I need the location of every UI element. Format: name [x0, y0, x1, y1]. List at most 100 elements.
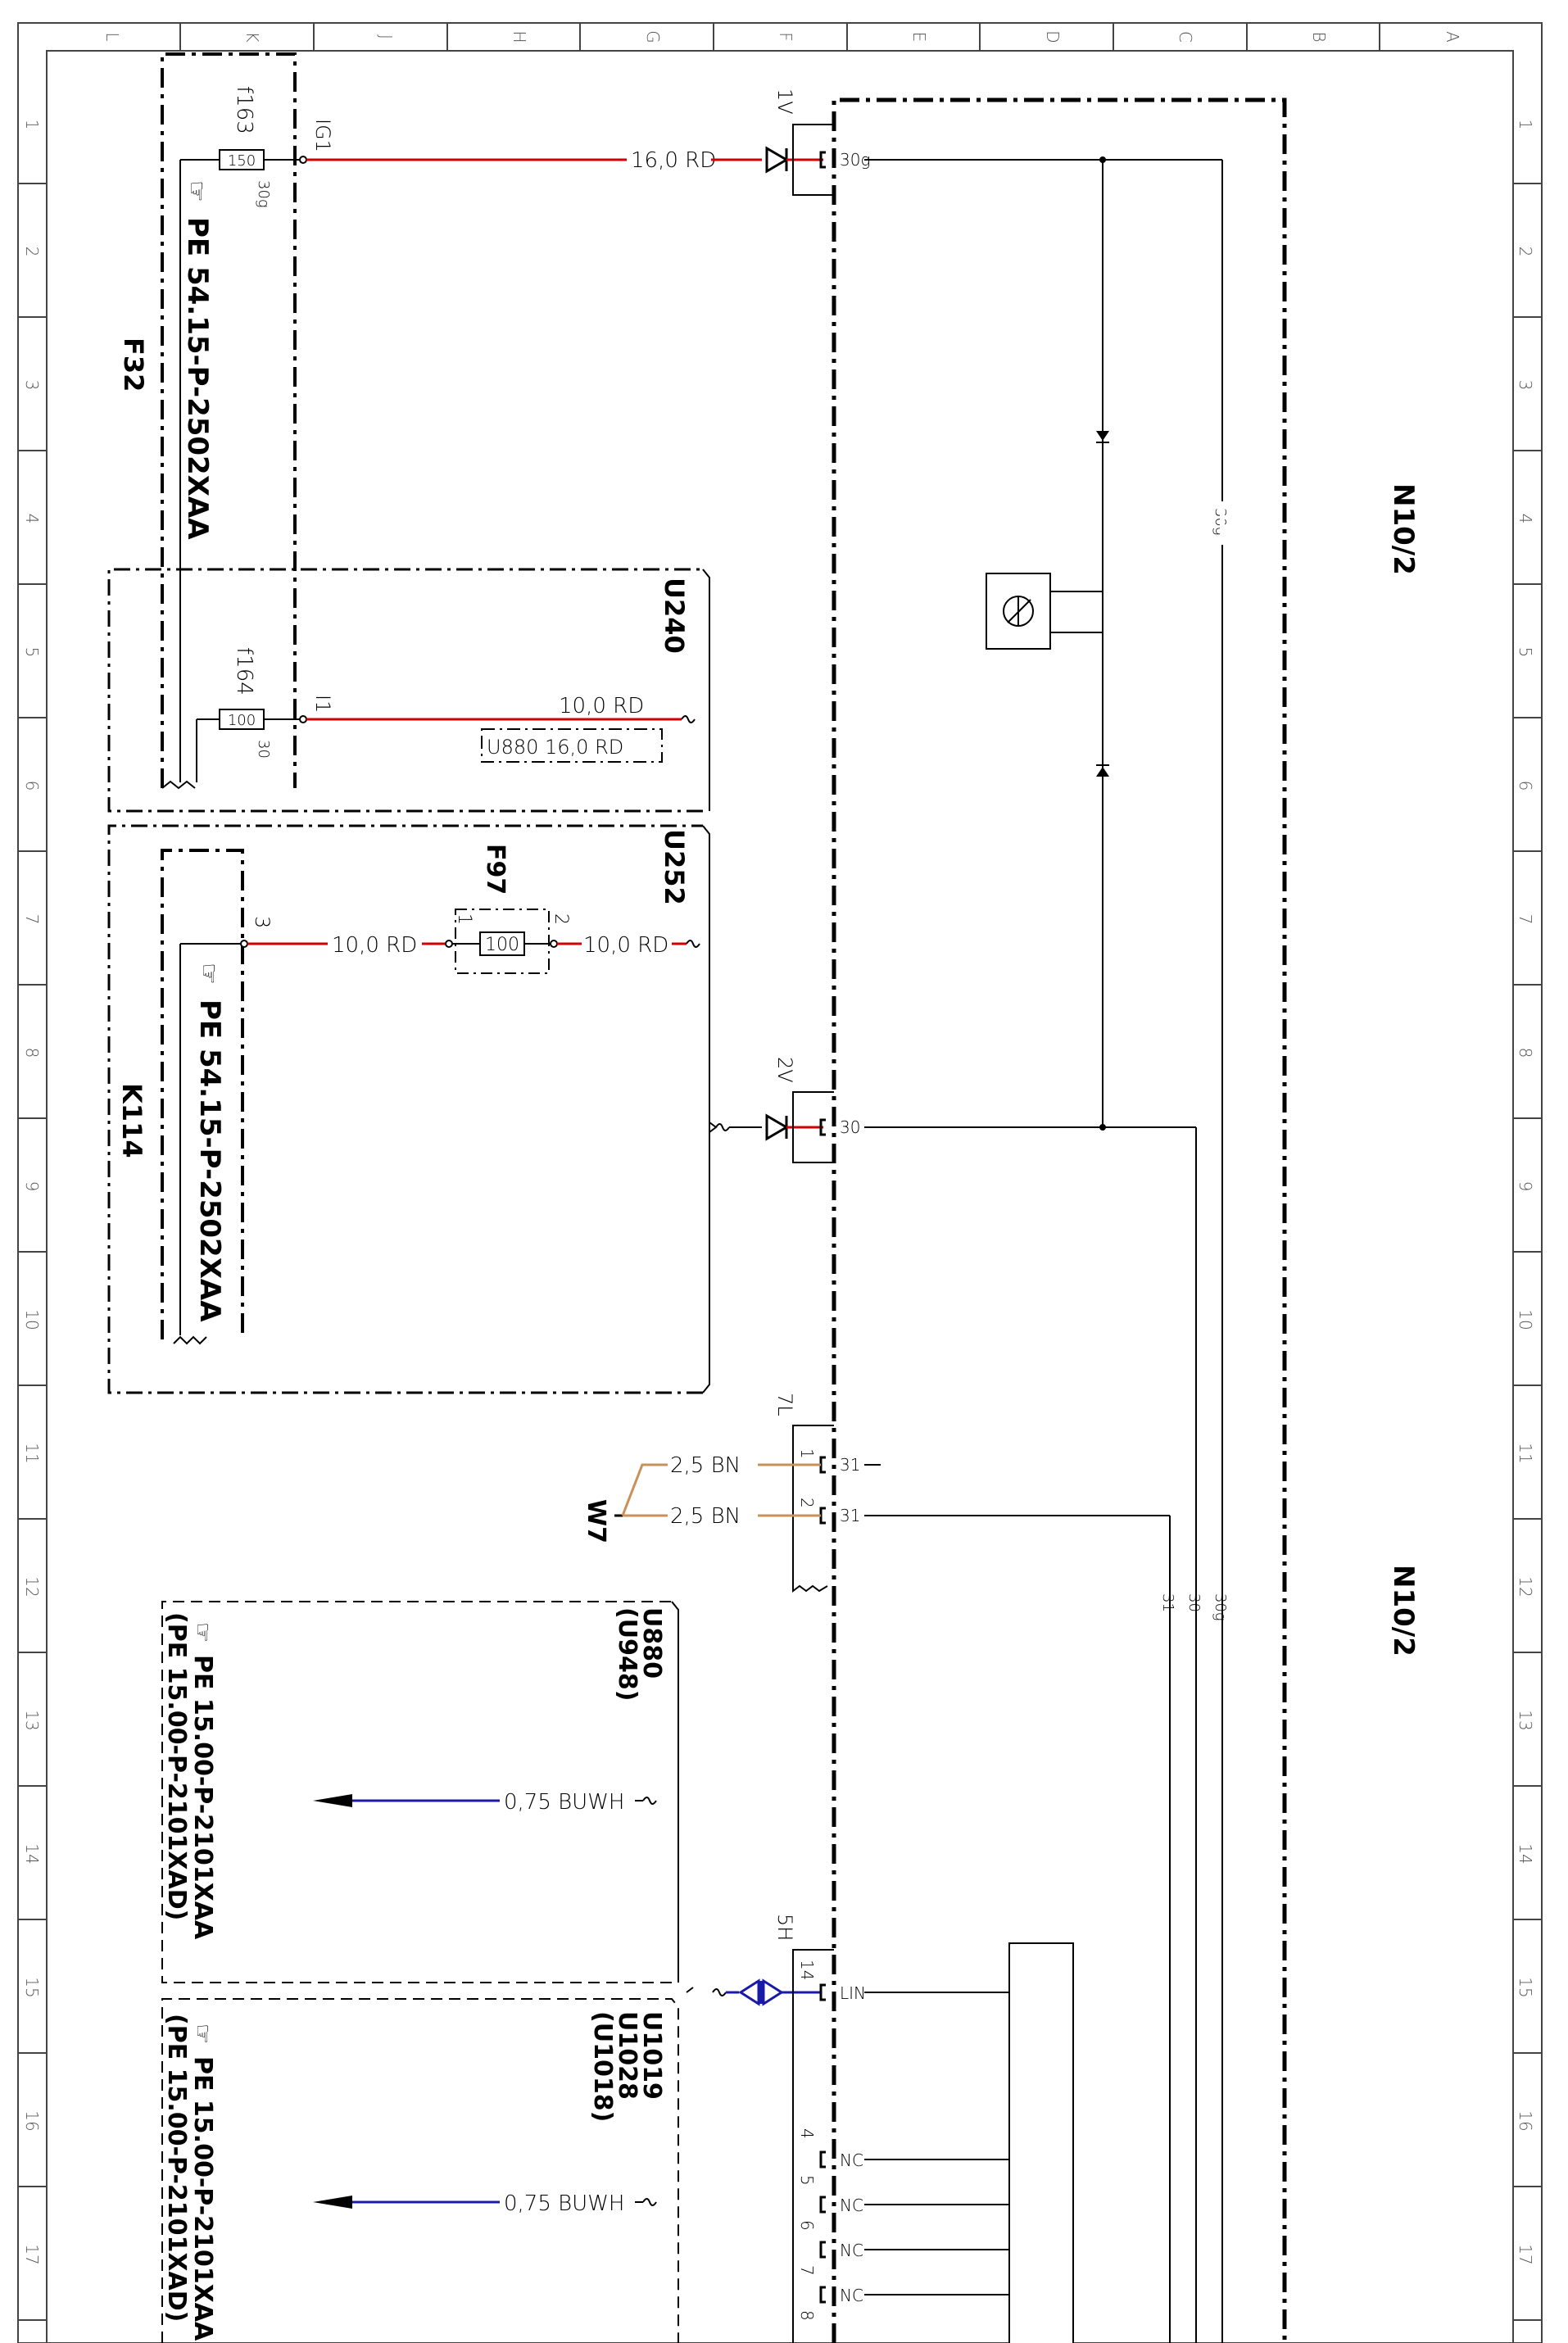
row-label: 12	[22, 1576, 42, 1597]
wire-gnd2-label: 2,5 BN	[670, 1504, 741, 1529]
pin-14-label: 14	[797, 1960, 817, 1980]
w7-label: W7	[582, 1499, 610, 1543]
bus-30-label: 30	[1185, 1593, 1203, 1612]
fuse-f164-label: f164	[232, 647, 256, 696]
row-label: 16	[22, 2110, 42, 2131]
row-label: 14	[1516, 1843, 1535, 1864]
row-label: 3	[1516, 380, 1535, 391]
u240-label: U240	[659, 578, 690, 654]
wire-ig1-label: 16,0 RD	[631, 148, 716, 173]
f32-label: F32	[118, 338, 149, 392]
n10-2-label-bottom: N10/2	[1387, 1565, 1420, 1656]
f32-box	[161, 52, 297, 788]
row-label: 16	[1516, 2110, 1535, 2131]
row-label: 1	[22, 120, 42, 130]
row-label: 9	[1516, 1181, 1535, 1192]
u880-alt-box	[481, 728, 663, 763]
row-label: 8	[1516, 1048, 1535, 1058]
col-label: H	[510, 30, 529, 43]
pin-2-label: 2	[797, 1498, 817, 1508]
connector-7l-label: 7L	[773, 1393, 796, 1416]
fuse-f164	[219, 709, 265, 730]
row-label: 2	[22, 247, 42, 257]
connector-1v-housing	[792, 124, 834, 196]
u1019-box	[161, 1998, 679, 2343]
connector-5h-bidirectional	[738, 1978, 784, 2006]
fuse-f164-terminal: 30	[255, 740, 272, 759]
row-label: 13	[22, 1710, 42, 1730]
pin-1-label: 1	[797, 1448, 817, 1459]
col-label: K	[242, 31, 262, 42]
f97-pin-1: 1	[454, 913, 474, 925]
row-label: 14	[22, 1843, 42, 1864]
u240-box	[107, 568, 703, 813]
k114-box	[161, 849, 244, 1339]
pin-5-label: 5	[797, 2175, 817, 2186]
n10-2-label-top: N10/2	[1387, 483, 1420, 575]
ig1-label: IG1	[311, 119, 334, 152]
row-label: 10	[1516, 1309, 1535, 1330]
wire-gnd1-label: 2,5 BN	[670, 1453, 741, 1478]
row-label: 13	[1516, 1710, 1535, 1730]
col-label: A	[1443, 31, 1462, 43]
row-label: 9	[22, 1181, 42, 1192]
row-label: 3	[22, 380, 42, 391]
nc-label: NC	[840, 2150, 863, 2170]
connector-2v-label: 2V	[773, 1057, 796, 1083]
nc-label: NC	[840, 2286, 863, 2305]
fuse-f163-value: 150	[228, 152, 256, 170]
row-label: 10	[22, 1309, 42, 1330]
row-label: 12	[1516, 1576, 1535, 1597]
terminal-31b-label: 31	[840, 1506, 860, 1525]
diode-bottom	[1096, 767, 1109, 777]
row-label: 5	[22, 647, 42, 658]
connector-7l-housing	[792, 1425, 834, 1593]
row-label: 17	[1516, 2244, 1535, 2264]
fuse-f97-value: 100	[485, 935, 519, 955]
connector-1v-arrow	[765, 146, 789, 174]
wire-gnd1-25bn	[621, 1463, 668, 1516]
column-ruler	[179, 23, 1380, 51]
fuse-f164-value: 100	[228, 712, 256, 729]
terminal-30-label: 30	[840, 1117, 860, 1137]
lin-transceiver-block	[1008, 1942, 1074, 2343]
pin-4-label: 4	[797, 2128, 817, 2139]
k114-label: K114	[116, 1083, 147, 1158]
pin-7-label: 7	[797, 2265, 817, 2276]
u1018-label: (U1018)	[588, 2011, 617, 2122]
row-label: 1	[1516, 120, 1535, 130]
f32-ref-text: PE 54.15-P-2502XAA	[181, 217, 214, 540]
wire-lin1-label: 0,75 BUWH	[504, 1790, 624, 1815]
u1019-ref-icon-a: ☞	[189, 2024, 216, 2044]
u1019-ref-b: (PE 15.00-P-2101XAD)	[162, 2014, 191, 2322]
fuse-f163-label: f163	[232, 86, 256, 134]
row-label: 2	[1516, 247, 1535, 257]
connector-5h-label: 5H	[773, 1914, 796, 1941]
u1019-label: U1019	[637, 2011, 666, 2100]
col-label: E	[909, 32, 929, 43]
k114-pin-3: 3	[251, 916, 274, 928]
nc-label: NC	[840, 2196, 863, 2215]
col-label: L	[102, 32, 122, 41]
nc-label: NC	[840, 2241, 863, 2260]
row-label: 7	[1516, 914, 1535, 925]
row-label: 15	[22, 1977, 42, 1997]
fuse-f97	[479, 931, 525, 956]
k114-ref-icon: ☞	[194, 963, 223, 985]
u880-ref-icon-a: ☞	[189, 1622, 216, 1643]
n10-2-module-border	[832, 97, 1287, 2343]
f97-label: F97	[481, 844, 510, 895]
fuse-f163-terminal: 30g	[255, 180, 272, 208]
col-label: J	[376, 34, 396, 39]
f32-break	[161, 780, 196, 790]
u880-ref-b: (PE 15.00-P-2101XAD)	[162, 1612, 191, 1920]
col-label: B	[1309, 31, 1329, 42]
f32-ref-icon: ☞	[182, 180, 211, 202]
fuse-f163	[219, 149, 265, 170]
col-label: C	[1176, 31, 1195, 43]
i1-label: I1	[311, 695, 334, 713]
u880-ref-a: PE 15.00-P-2101XAA	[188, 1655, 217, 1940]
row-label: 17	[22, 2244, 42, 2264]
u252-label: U252	[659, 829, 690, 905]
